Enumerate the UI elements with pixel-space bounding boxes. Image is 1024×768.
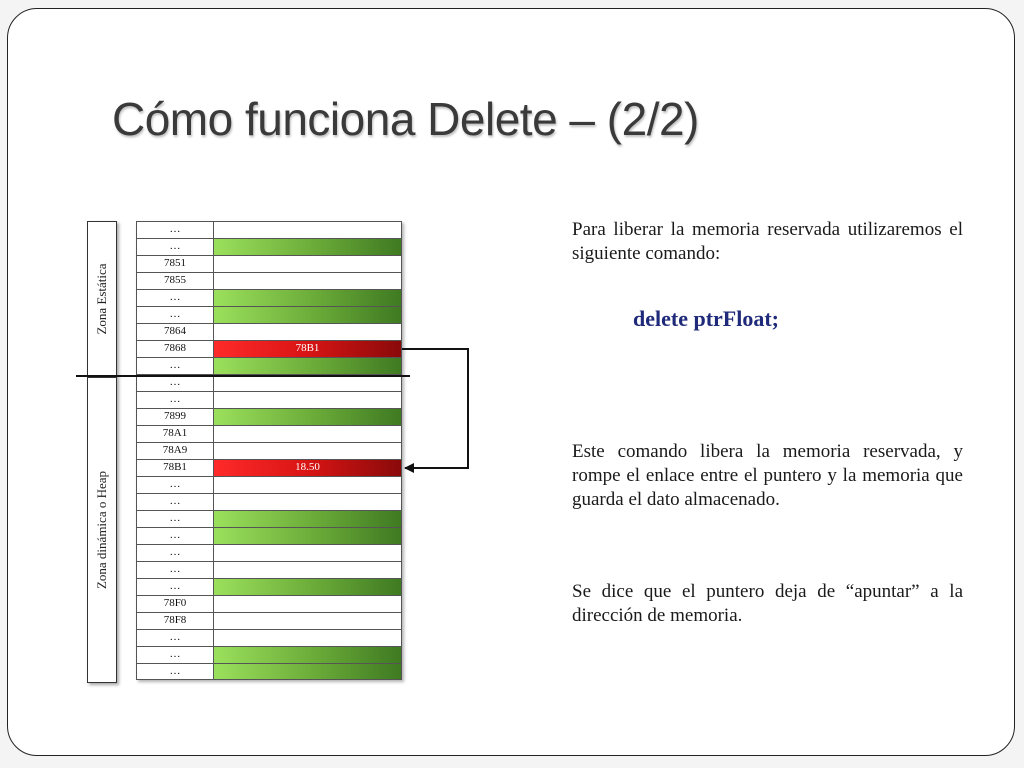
memory-cell: [214, 442, 402, 459]
memory-address: …: [136, 357, 214, 374]
memory-row: …: [136, 544, 402, 561]
memory-row: …: [136, 663, 402, 680]
memory-cell: [214, 663, 402, 680]
memory-address: …: [136, 221, 214, 238]
memory-address: …: [136, 493, 214, 510]
memory-row: 7899: [136, 408, 402, 425]
memory-row: …: [136, 238, 402, 255]
memory-cell: [214, 595, 402, 612]
memory-cell: [214, 493, 402, 510]
memory-address: 78F0: [136, 595, 214, 612]
memory-address: 7899: [136, 408, 214, 425]
memory-address: …: [136, 306, 214, 323]
memory-row: 7864: [136, 323, 402, 340]
memory-address: …: [136, 629, 214, 646]
memory-row: 7855: [136, 272, 402, 289]
memory-address: …: [136, 544, 214, 561]
memory-cell: [214, 510, 402, 527]
memory-cell: [214, 306, 402, 323]
memory-address: …: [136, 646, 214, 663]
memory-row: …: [136, 221, 402, 238]
explanation-text: Este comando libera la memoria reservada…: [572, 441, 963, 510]
zone-divider-line: [76, 375, 410, 377]
memory-cell: [214, 629, 402, 646]
memory-address: …: [136, 663, 214, 680]
memory-address: 78F8: [136, 612, 214, 629]
memory-cell: [214, 255, 402, 272]
memory-address: …: [136, 561, 214, 578]
memory-address: …: [136, 476, 214, 493]
memory-row: 78F0: [136, 595, 402, 612]
memory-address: 7851: [136, 255, 214, 272]
memory-row: …: [136, 289, 402, 306]
memory-cell: [214, 646, 402, 663]
memory-cell: [214, 323, 402, 340]
note-text: Se dice que el puntero deja de “apuntar”…: [572, 581, 963, 626]
memory-address: …: [136, 289, 214, 306]
memory-address: 7864: [136, 323, 214, 340]
memory-row: …: [136, 391, 402, 408]
memory-row: …: [136, 629, 402, 646]
memory-address: …: [136, 374, 214, 391]
memory-cell: [214, 272, 402, 289]
memory-address: …: [136, 578, 214, 595]
memory-address: …: [136, 527, 214, 544]
memory-address: …: [136, 510, 214, 527]
memory-row: 78A1: [136, 425, 402, 442]
memory-address: 78A9: [136, 442, 214, 459]
memory-address: …: [136, 391, 214, 408]
pointer-arrow-path: [402, 348, 469, 473]
memory-row: …: [136, 306, 402, 323]
heap-zone: Zona dinámica o Heap: [87, 377, 117, 683]
memory-cell: 78B1: [214, 340, 402, 357]
memory-row: …: [136, 646, 402, 663]
memory-address: 78A1: [136, 425, 214, 442]
memory-row: …: [136, 374, 402, 391]
memory-cell: [214, 238, 402, 255]
memory-row: …: [136, 357, 402, 374]
memory-cell: [214, 612, 402, 629]
memory-cell: [214, 221, 402, 238]
memory-cell: [214, 527, 402, 544]
memory-cell: [214, 289, 402, 306]
intro-text: Para liberar la memoria reservada utiliz…: [572, 219, 963, 264]
memory-row: …: [136, 527, 402, 544]
memory-row: 7851: [136, 255, 402, 272]
memory-row: …: [136, 493, 402, 510]
memory-cell: [214, 544, 402, 561]
memory-cell: [214, 476, 402, 493]
memory-address: 78B1: [136, 459, 214, 476]
memory-cell: [214, 578, 402, 595]
memory-row: …: [136, 510, 402, 527]
memory-row: 78A9: [136, 442, 402, 459]
delete-command: delete ptrFloat;: [633, 306, 779, 331]
memory-address: 7868: [136, 340, 214, 357]
memory-row: …: [136, 578, 402, 595]
memory-cell: [214, 391, 402, 408]
memory-cell: 18.50: [214, 459, 402, 476]
memory-cell: [214, 408, 402, 425]
memory-cell: [214, 425, 402, 442]
memory-address: …: [136, 238, 214, 255]
memory-address: 7855: [136, 272, 214, 289]
memory-row: …: [136, 476, 402, 493]
memory-cell: [214, 561, 402, 578]
memory-row: …: [136, 561, 402, 578]
memory-cell: [214, 357, 402, 374]
slide-title: Cómo funciona Delete – (2/2): [112, 93, 699, 145]
memory-cell: [214, 374, 402, 391]
memory-row: 78F8: [136, 612, 402, 629]
